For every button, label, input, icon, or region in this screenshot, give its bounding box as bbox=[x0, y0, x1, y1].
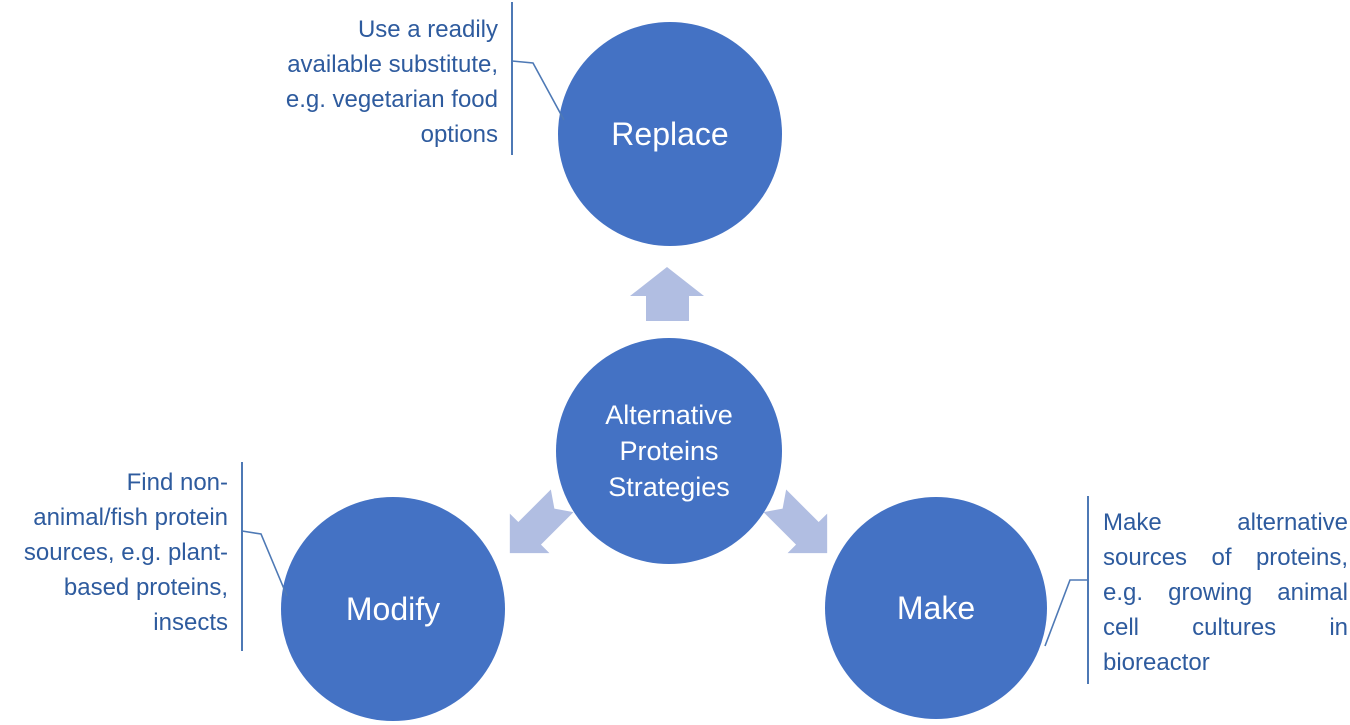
annotation-line: e.g. vegetarian food bbox=[285, 86, 498, 113]
replace-annotation: Use a readily available substitute, e.g.… bbox=[230, 12, 498, 152]
arrow-down-left-icon bbox=[509, 489, 574, 554]
annotation-line: bioreactor bbox=[1103, 649, 1210, 676]
make-annotation: Make alternative sources of proteins, e.… bbox=[1103, 505, 1348, 680]
center-circle bbox=[556, 338, 782, 564]
modify-annotation: Find non- animal/fish protein sources, e… bbox=[0, 465, 228, 640]
arrow-down-right-icon bbox=[763, 489, 828, 554]
make-callout-line bbox=[1044, 579, 1088, 647]
replace-circle bbox=[558, 22, 782, 246]
annotation-line: Find non- bbox=[126, 469, 228, 496]
replace-callout-line bbox=[511, 60, 565, 121]
annotation-line: Use a readily bbox=[357, 16, 498, 43]
annotation-line: based proteins, bbox=[63, 574, 228, 601]
annotation-line: e.g. growing animal bbox=[1103, 579, 1348, 606]
annotation-line: Make alternative bbox=[1103, 509, 1348, 536]
modify-callout-line bbox=[241, 530, 288, 597]
make-circle bbox=[825, 497, 1047, 719]
annotation-line: available substitute, bbox=[287, 51, 498, 78]
annotation-line: options bbox=[420, 121, 498, 148]
modify-circle bbox=[281, 497, 505, 721]
annotation-line: insects bbox=[153, 609, 228, 636]
annotation-line: cell cultures in bbox=[1103, 614, 1348, 641]
arrow-up-icon bbox=[630, 267, 704, 321]
annotation-line: animal/fish protein bbox=[33, 504, 228, 531]
annotation-line: sources, e.g. plant- bbox=[23, 539, 228, 566]
annotation-line: sources of proteins, bbox=[1103, 544, 1348, 571]
